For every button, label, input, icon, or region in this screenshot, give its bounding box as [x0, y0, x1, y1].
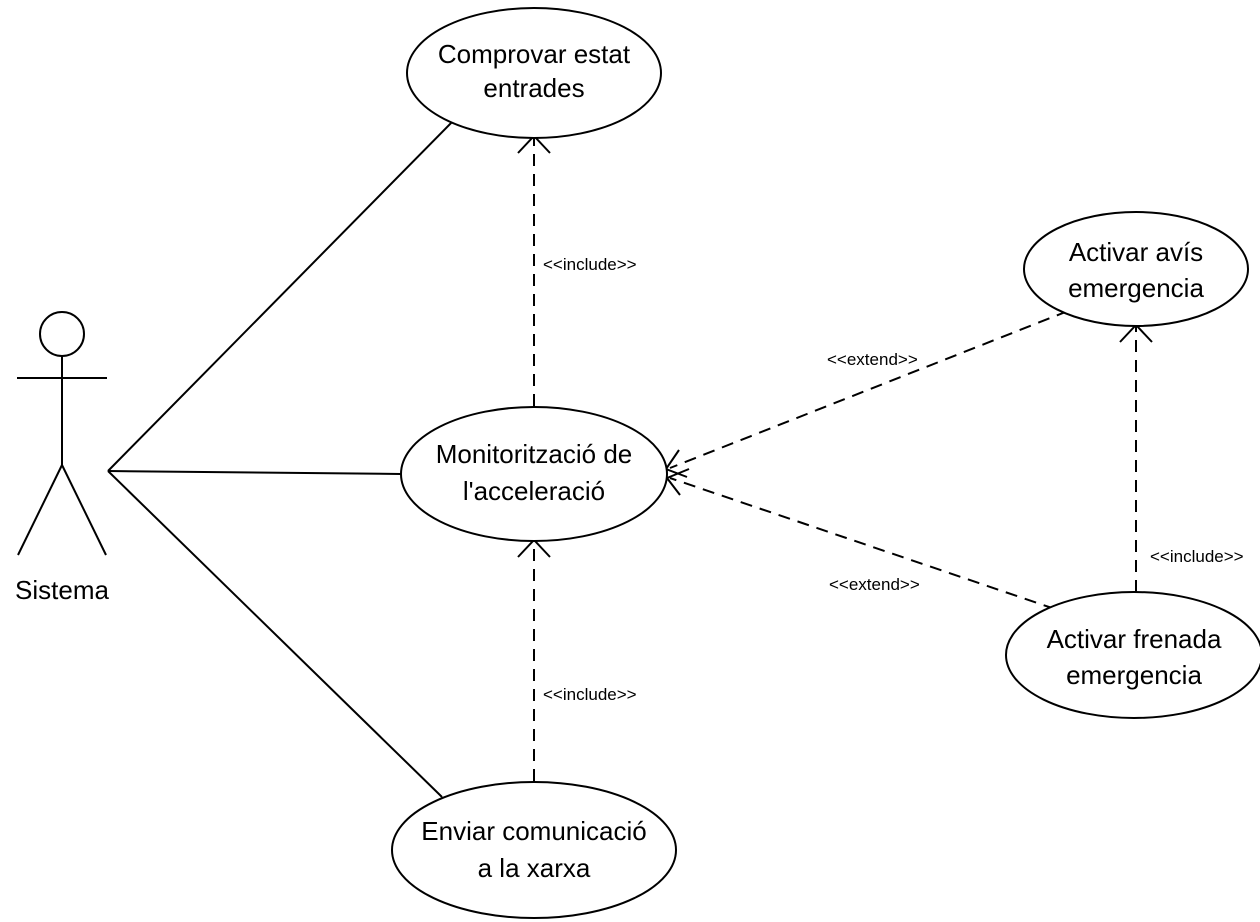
use-case-comprovar: Comprovar estat entrades [406, 7, 662, 139]
use-case-enviar-ellipse [391, 781, 677, 919]
association-monitoritzacio [107, 470, 402, 475]
extend-label-avis: <<extend>> [827, 350, 918, 369]
use-case-monitoritzacio: Monitorització de l'acceleració [400, 406, 668, 542]
extend-label-frenada: <<extend>> [829, 575, 920, 594]
include-label-enviar: <<include>> [543, 685, 637, 704]
use-case-avis-ellipse [1023, 211, 1249, 327]
association-enviar [107, 470, 443, 798]
use-case-avis-line1: Activar avís [1069, 237, 1203, 267]
use-case-enviar-line1: Enviar comunicació [421, 816, 646, 846]
use-case-comprovar-line2: entrades [483, 73, 584, 103]
use-case-frenada-line2: emergencia [1066, 660, 1202, 690]
use-case-monitoritzacio-line2: l'acceleració [463, 476, 605, 506]
include-label-avis: <<include>> [1150, 547, 1244, 566]
extend-arrowhead-frenada [665, 468, 690, 496]
actor-label: Sistema [15, 575, 109, 605]
use-case-monitoritzacio-ellipse [400, 406, 668, 542]
actor-left-leg [17, 464, 63, 556]
use-case-enviar: Enviar comunicació a la xarxa [391, 781, 677, 919]
use-case-avis: Activar avís emergencia [1023, 211, 1249, 327]
include-label-comprovar: <<include>> [543, 255, 637, 274]
extend-line-frenada [669, 477, 1056, 610]
actor-right-leg [61, 464, 107, 556]
use-case-enviar-line2: a la xarxa [478, 853, 591, 883]
use-case-monitoritzacio-line1: Monitorització de [436, 439, 633, 469]
extend-arrowhead-avis [664, 449, 688, 478]
use-case-avis-line2: emergencia [1068, 273, 1204, 303]
actor-head [39, 311, 85, 357]
use-case-comprovar-line1: Comprovar estat [438, 39, 631, 69]
use-case-frenada: Activar frenada emergencia [1005, 591, 1260, 719]
association-comprovar [107, 117, 457, 472]
actor-sistema: Sistema [15, 311, 109, 605]
use-case-frenada-line1: Activar frenada [1047, 624, 1222, 654]
use-case-frenada-ellipse [1005, 591, 1260, 719]
use-case-comprovar-ellipse [406, 7, 662, 139]
extend-line-avis [669, 310, 1069, 469]
